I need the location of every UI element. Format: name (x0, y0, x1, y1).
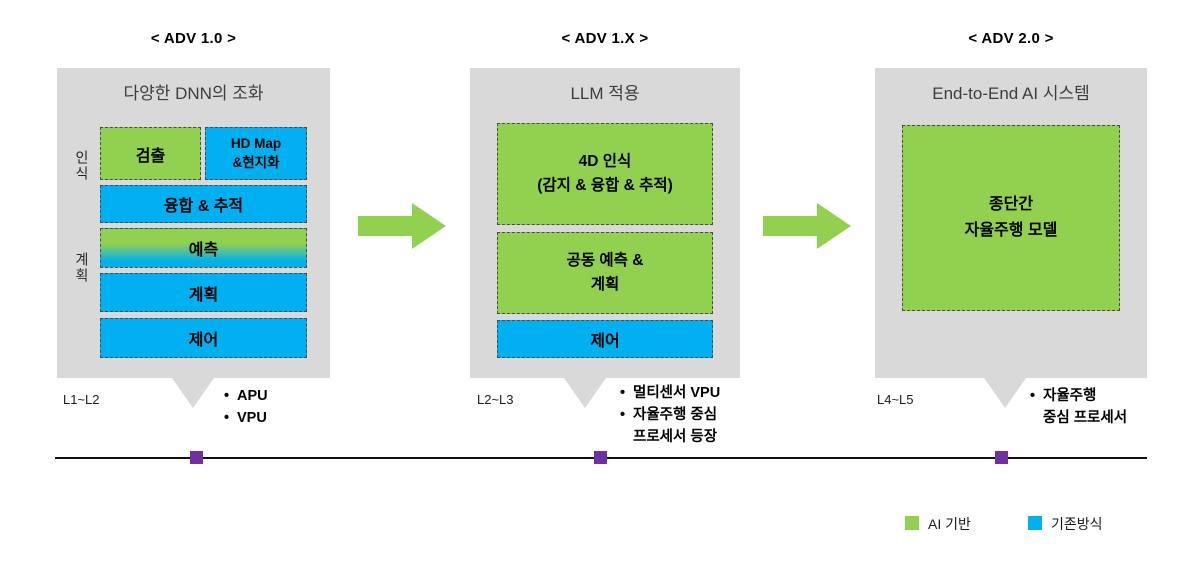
box-control-2: 제어 (497, 320, 713, 358)
note-item: 자율주행 중심 프로세서 등장 (618, 405, 720, 449)
panel-heading-adv-1-0: 다양한 DNN의 조화 (123, 84, 264, 103)
panel-heading-adv-2-0: End-to-End AI 시스템 (932, 84, 1090, 103)
timeline-marker-2 (594, 451, 607, 464)
timeline-marker-1 (190, 451, 203, 464)
panel-pointer-3 (984, 378, 1026, 408)
box-detection: 검출 (100, 127, 201, 180)
panel-adv-2-0: End-to-End AI 시스템 종단간 자율주행 모델 (875, 68, 1147, 378)
arrow-right-icon (358, 203, 446, 249)
panel-pointer-2 (564, 378, 606, 408)
legend-legacy-swatch (1028, 516, 1042, 530)
panel-title-adv-1-x: < ADV 1.X > (561, 30, 649, 47)
level-label-3: L4~L5 (877, 392, 914, 407)
panel-adv-1-x: LLM 적용 4D 인식 (감지 & 융합 & 추적) 공동 예측 & 계획 제… (470, 68, 740, 378)
legend-ai-swatch (905, 516, 919, 530)
box-fusion-tracking: 융합 & 추적 (100, 185, 307, 223)
legend-ai-label: AI 기반 (928, 516, 971, 532)
note-item: 자율주행 중심 프로세서 (1028, 386, 1127, 430)
level-label-2: L2~L3 (477, 392, 514, 407)
legend-legacy-label: 기존방식 (1051, 516, 1103, 532)
panel-title-adv-1-0: < ADV 1.0 > (150, 30, 237, 47)
box-hdmap-localization: HD Map &현지화 (205, 127, 307, 180)
box-end-to-end-model: 종단간 자율주행 모델 (902, 125, 1120, 311)
side-label-perception: 인식 (74, 150, 90, 182)
note-item: VPU (222, 408, 268, 430)
box-control-1: 제어 (100, 318, 307, 358)
note-item: APU (222, 386, 268, 408)
panel-notes-2: 멀티센서 VPU 자율주행 중심 프로세서 등장 (618, 383, 720, 448)
box-joint-prediction-planning: 공동 예측 & 계획 (497, 232, 713, 314)
box-planning: 계획 (100, 273, 307, 312)
box-prediction: 예측 (100, 228, 307, 268)
panel-pointer-1 (172, 378, 214, 408)
timeline-marker-3 (995, 451, 1008, 464)
panel-notes-1: APU VPU (222, 386, 268, 430)
panel-notes-3: 자율주행 중심 프로세서 (1028, 386, 1127, 430)
note-item: 멀티센서 VPU (618, 383, 720, 405)
panel-adv-1-0: 다양한 DNN의 조화 인식 계획 검출 HD Map &현지화 융합 & 추적… (57, 68, 330, 378)
box-4d-perception: 4D 인식 (감지 & 융합 & 추적) (497, 123, 713, 225)
arrow-right-icon (763, 203, 851, 249)
side-label-planning: 계획 (74, 252, 90, 284)
panel-title-adv-2-0: < ADV 2.0 > (968, 30, 1054, 47)
level-label-1: L1~L2 (63, 392, 100, 407)
panel-heading-adv-1-x: LLM 적용 (570, 84, 640, 103)
